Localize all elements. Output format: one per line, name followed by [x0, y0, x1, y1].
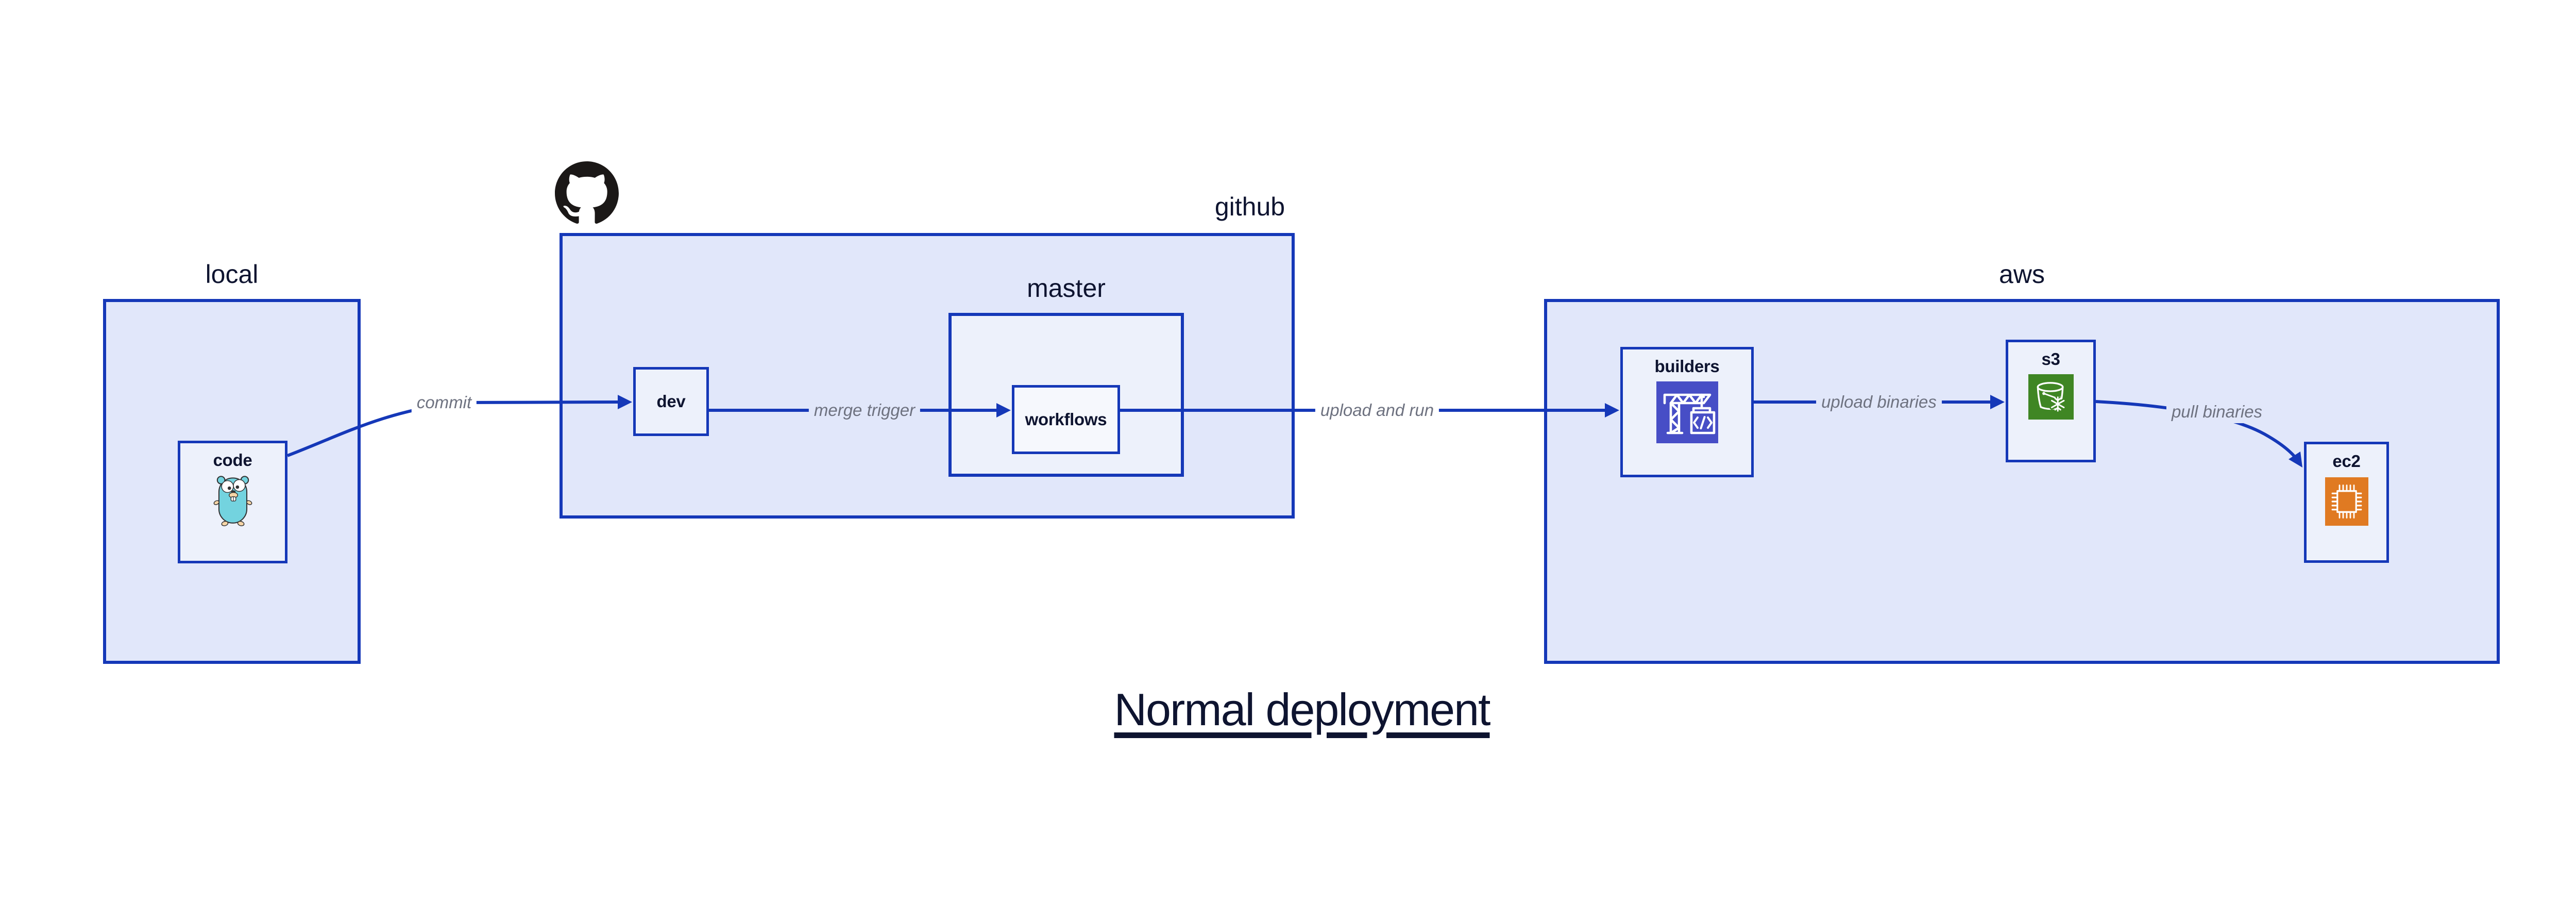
upload-binaries-edge-label: upload binaries: [1816, 391, 1942, 413]
merge-trigger-arrowhead-icon: [996, 403, 1011, 417]
upload-and-run-arrowhead-icon: [1605, 403, 1619, 417]
node-ec2: ec2: [2304, 442, 2389, 563]
diagram-title: Normal deployment: [1114, 684, 1491, 735]
ec2-chip-icon: [2325, 477, 2368, 526]
s3-bucket-icon: [2028, 374, 2074, 420]
commit-edge-label: commit: [411, 391, 477, 414]
node-code: code: [178, 441, 287, 563]
node-code-label: code: [213, 450, 252, 470]
pull-binaries-edge-label: pull binaries: [2166, 400, 2268, 423]
node-dev: dev: [633, 367, 709, 436]
commit-arrowhead-icon: [618, 395, 632, 409]
node-builders-label: builders: [1654, 357, 1720, 376]
node-workflows-label: workflows: [1025, 410, 1107, 429]
node-s3-label: s3: [2041, 349, 2060, 369]
merge-trigger-edge-label: merge trigger: [808, 399, 921, 422]
node-workflows: workflows: [1012, 385, 1120, 454]
node-s3: s3: [2006, 340, 2096, 462]
pull-binaries-arrowhead-icon: [2289, 452, 2302, 467]
local-cluster-label: local: [205, 260, 259, 289]
go-gopher-icon: [213, 476, 252, 526]
upload-binaries-arrowhead-icon: [1990, 395, 2005, 409]
master-cluster-label: master: [1027, 274, 1106, 303]
node-ec2-label: ec2: [2332, 452, 2361, 471]
node-dev-label: dev: [656, 392, 686, 411]
node-builders: builders: [1620, 347, 1754, 477]
codebuild-crane-icon: [1656, 381, 1718, 443]
github-cluster-label: github: [1214, 192, 1285, 221]
aws-cluster-label: aws: [1999, 260, 2045, 289]
upload-and-run-edge-label: upload and run: [1315, 399, 1439, 422]
github-logo-icon: [555, 161, 619, 224]
